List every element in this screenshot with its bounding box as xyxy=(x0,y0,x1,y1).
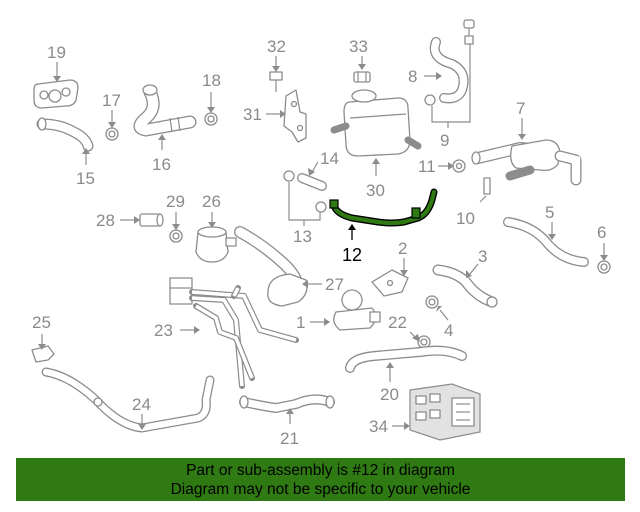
part-10-bracket xyxy=(483,177,491,195)
label-25: 25 xyxy=(32,313,51,332)
part-15-hose xyxy=(36,117,94,152)
part-2-bracket xyxy=(371,269,409,297)
part-21-hose xyxy=(239,394,335,413)
part-3-hose xyxy=(432,264,498,308)
label-12: 12 xyxy=(342,245,362,265)
part-29-clamp xyxy=(169,229,183,243)
fitment-notice-banner: Part or sub-assembly is #12 in diagram D… xyxy=(16,458,625,501)
label-22: 22 xyxy=(388,313,407,332)
label-7: 7 xyxy=(516,99,525,118)
label-17: 17 xyxy=(102,91,121,110)
part-16-hose xyxy=(133,84,197,137)
part-14-hose xyxy=(283,170,327,191)
part-24-hose xyxy=(41,367,215,433)
part-32-bolt xyxy=(269,71,283,92)
label-5: 5 xyxy=(545,203,554,222)
label-30: 30 xyxy=(366,181,385,200)
part-12-pipe xyxy=(329,188,438,227)
part-20-hose xyxy=(345,345,467,373)
part-22-clamp xyxy=(417,335,431,349)
label-6: 6 xyxy=(597,223,606,242)
part-11-fitting xyxy=(452,159,466,173)
label-26: 26 xyxy=(202,192,221,211)
part-13-clamps xyxy=(315,201,327,213)
label-16: 16 xyxy=(152,155,171,174)
banner-line-2: Diagram may not be specific to your vehi… xyxy=(170,481,471,498)
part-4-clamp xyxy=(425,295,439,309)
label-15: 15 xyxy=(76,169,95,188)
label-1: 1 xyxy=(296,313,305,332)
label-13: 13 xyxy=(293,227,312,246)
label-24: 24 xyxy=(132,395,151,414)
label-8: 8 xyxy=(408,67,417,86)
label-28: 28 xyxy=(96,211,115,230)
label-9: 9 xyxy=(440,131,449,150)
label-18: 18 xyxy=(202,71,221,90)
banner-line-1: Part or sub-assembly is #12 in diagram xyxy=(186,462,455,479)
part-6-clamp xyxy=(597,260,611,274)
label-11: 11 xyxy=(418,157,436,176)
part-1-pump xyxy=(333,289,381,331)
label-23: 23 xyxy=(154,321,173,340)
part-27-duct xyxy=(234,226,308,307)
label-31: 31 xyxy=(243,105,262,124)
part-26-pump xyxy=(195,226,237,263)
parts-diagram: 19 15 17 16 18 32 xyxy=(31,19,611,448)
part-19-gasket xyxy=(33,79,79,109)
part-5-hose xyxy=(503,217,589,267)
label-33: 33 xyxy=(349,37,368,56)
label-2: 2 xyxy=(398,239,407,258)
part-18-clamp xyxy=(204,112,218,126)
label-27: 27 xyxy=(325,275,344,294)
label-34: 34 xyxy=(369,417,388,436)
part-34-module xyxy=(409,383,481,441)
part-8-hose xyxy=(429,19,475,104)
label-3: 3 xyxy=(478,247,487,266)
label-10: 10 xyxy=(456,209,475,228)
label-32: 32 xyxy=(267,37,286,56)
label-4: 4 xyxy=(444,321,453,340)
part-7-housing xyxy=(471,139,582,186)
part-17-clamp xyxy=(105,127,119,141)
part-9-clamps xyxy=(424,35,474,106)
part-28-connector xyxy=(139,213,164,227)
part-33-cap xyxy=(353,71,371,83)
label-19: 19 xyxy=(47,43,66,62)
part-31-bracket xyxy=(283,89,307,143)
label-21: 21 xyxy=(280,429,299,448)
label-20: 20 xyxy=(380,385,399,404)
label-29: 29 xyxy=(166,192,185,211)
part-25-connector xyxy=(31,345,55,363)
part-30-reservoir xyxy=(330,89,422,157)
label-14: 14 xyxy=(320,149,339,168)
part-23-pipe-assembly xyxy=(169,277,299,389)
